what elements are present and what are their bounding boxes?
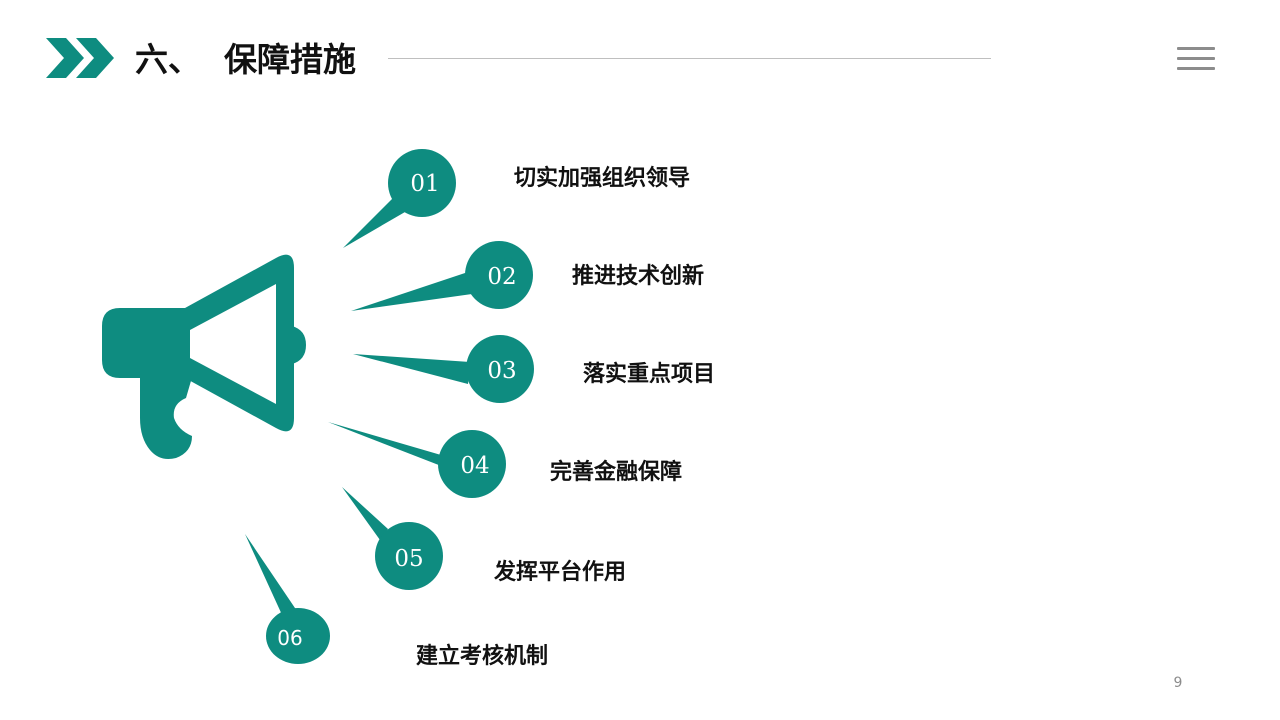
bubble-number: 04 [460,453,489,479]
bubble-number: 02 [487,264,516,290]
bubble-number: 03 [487,358,516,384]
bubble-number: 06 [277,626,302,650]
bubble-06[interactable]: 06 [266,608,330,664]
hamburger-menu-icon [1177,47,1215,50]
measure-label-01: 切实加强组织领导 [514,165,691,191]
megaphone-icon [102,254,306,459]
bubble-05[interactable]: 05 [375,522,443,590]
bubble-02[interactable]: 02 [465,241,533,309]
measure-label-05: 发挥平台作用 [494,559,627,585]
bubble-04[interactable]: 04 [438,430,506,498]
measure-label-06: 建立考核机制 [416,643,549,669]
menu-button[interactable] [1174,44,1218,74]
page-number: 9 [1173,675,1183,691]
bubble-tails [245,196,472,617]
measure-label-03: 落实重点项目 [583,361,716,387]
bubble-number: 01 [410,171,439,197]
double-chevron-right-icon [46,38,114,78]
bubble-number: 05 [394,546,423,572]
bubble-01[interactable]: 01 [388,149,456,217]
bubble-03[interactable]: 03 [466,335,534,403]
page-title: 六、 保障措施 [135,40,356,79]
measure-label-02: 推进技术创新 [572,263,705,289]
title-divider [388,58,991,59]
measure-label-04: 完善金融保障 [550,459,683,485]
